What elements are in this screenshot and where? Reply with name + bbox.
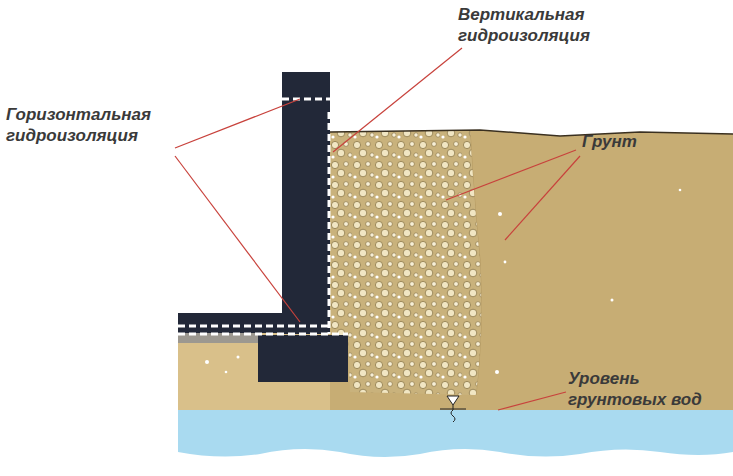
leader-line — [175, 48, 580, 410]
groundwater — [178, 410, 733, 457]
callout-label: Уровень грунтовых вод — [568, 368, 718, 410]
callout-label: Вертикальная гидроизоляция — [458, 4, 628, 46]
waterproofing — [178, 99, 348, 334]
soil — [330, 130, 733, 410]
gravel-backfill — [330, 130, 481, 395]
foundation-wall — [282, 72, 330, 334]
footing — [258, 335, 348, 382]
callout-label: Грунт — [582, 131, 702, 152]
callout-label: Горизонтальная гидроизоляция — [6, 104, 176, 146]
floor-slab — [178, 313, 330, 333]
